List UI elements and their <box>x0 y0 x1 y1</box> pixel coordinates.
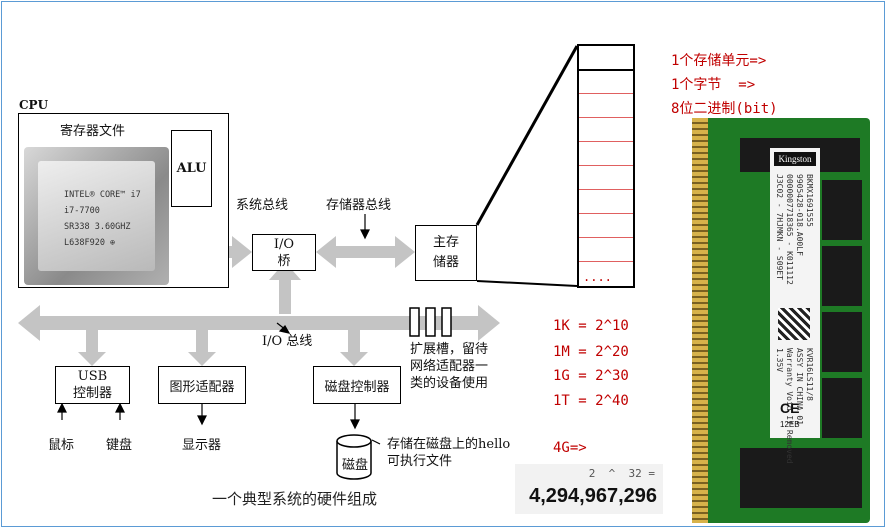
calculator-readout: 2 ^ 32 = 4,294,967,296 <box>515 464 663 514</box>
memory-cell-stack: .... <box>577 44 635 288</box>
ram-brand: Kingston <box>774 152 816 166</box>
ram-module-image: Kingston BKMX1691555 9905428-018.A00LF 0… <box>692 118 870 523</box>
diagram-caption: 一个典型系统的硬件组成 <box>212 490 378 508</box>
expansion-note-line: 网络适配器一 <box>410 359 489 374</box>
ram-label-line: J3C02 - 7HJMKN - S09ET <box>775 174 784 280</box>
memory-bus-arrow <box>316 236 415 268</box>
expansion-slot-3 <box>441 307 452 337</box>
system-bus-label: 系统总线 <box>236 198 289 213</box>
four-g-label: 4G=> <box>553 440 587 456</box>
memory-cell <box>579 46 633 71</box>
calc-expression: 2 ^ 32 = <box>588 467 655 480</box>
memory-cell <box>579 214 633 238</box>
disk-label: 磁盘 <box>342 458 369 473</box>
io-bus-arrow <box>18 305 500 341</box>
ram-chip <box>822 312 862 372</box>
keyboard-label: 键盘 <box>106 438 133 453</box>
hello-note-line: 存储在磁盘上的hello <box>387 437 511 452</box>
ram-model-line: 1.35V <box>775 348 784 373</box>
expansion-note-line: 扩展槽，留待 <box>410 342 489 357</box>
memory-cell-dots: .... <box>583 270 612 284</box>
ram-chip <box>822 378 862 438</box>
expansion-note-line: 类的设备使用 <box>410 376 489 391</box>
usb-line1: USB <box>77 369 108 384</box>
memory-cell <box>579 94 633 118</box>
memory-cell <box>579 142 633 166</box>
ram-ce-mark: CE <box>780 400 800 416</box>
cpu-chip-line: L638F920 ⊕ <box>64 238 116 248</box>
graphics-adapter-box: 图形适配器 <box>158 366 246 404</box>
disk-drop-arrow <box>340 330 368 366</box>
main-memory-box: 主存 储器 <box>415 225 477 281</box>
ram-chip <box>822 180 862 240</box>
usb-controller-box: USB 控制器 <box>55 366 130 404</box>
memory-cell <box>579 70 633 94</box>
io-bridge-line2: 桥 <box>277 254 291 269</box>
disk-cylinder <box>336 434 372 480</box>
main-memory-line1: 主存 <box>432 235 459 250</box>
unit-m: 1M = 2^20 <box>553 344 629 360</box>
ram-label-line: BKMX1691555 <box>805 174 814 227</box>
expansion-slot-note: 扩展槽，留待 网络适配器一 类的设备使用 <box>410 341 488 392</box>
ram-chip <box>740 448 862 508</box>
graphics-drop-arrow <box>188 330 216 366</box>
cpu-chip-line: SR338 3.60GHZ <box>64 222 131 232</box>
ram-label-line: 0000007718365 - K011112 <box>785 174 794 285</box>
unit-k: 1K = 2^10 <box>553 318 629 334</box>
note-bits: 8位二进制(bit) <box>671 101 778 117</box>
ram-mark-code: 12EB <box>780 420 800 429</box>
memory-bus-label: 存储器总线 <box>326 198 392 213</box>
calc-result: 4,294,967,296 <box>529 485 657 507</box>
io-bridge-box: I/O 桥 <box>252 234 316 271</box>
hello-executable-note: 存储在磁盘上的hello 可执行文件 <box>387 436 510 470</box>
register-file-label: 寄存器文件 <box>60 124 126 139</box>
memory-cell <box>579 190 633 214</box>
cpu-chip-line: INTEL® CORE™ i7 <box>64 190 141 200</box>
unit-t: 1T = 2^40 <box>553 393 629 409</box>
expansion-slot-1 <box>409 307 420 337</box>
ram-model-line: KVR16LS11/8 <box>805 348 814 401</box>
ram-chip <box>822 246 862 306</box>
cpu-chip-image: INTEL® CORE™ i7 i7-7700 SR338 3.60GHZ L6… <box>24 147 169 285</box>
ram-qr-code <box>778 308 810 340</box>
main-memory-line2: 储器 <box>432 255 459 270</box>
io-bus-label: I/O 总线 <box>262 334 313 349</box>
cpu-label: CPU <box>19 98 49 112</box>
ram-label-line: 9905428-018.A00LF <box>795 174 804 256</box>
expansion-slot-2 <box>425 307 436 337</box>
io-bridge-line1: I/O <box>273 237 295 252</box>
mouse-label: 鼠标 <box>48 438 75 453</box>
cpu-chip-line: i7-7700 <box>64 206 100 216</box>
memory-cell <box>579 238 633 262</box>
display-label: 显示器 <box>182 438 222 453</box>
unit-g: 1G = 2^30 <box>553 368 629 384</box>
memory-cell <box>579 166 633 190</box>
ram-sticker: Kingston BKMX1691555 9905428-018.A00LF 0… <box>770 148 820 464</box>
ram-gold-contacts <box>692 118 708 523</box>
note-byte: 1个字节 => <box>671 77 756 93</box>
disk-controller-box: 磁盘控制器 <box>313 366 401 404</box>
usb-line2: 控制器 <box>72 386 112 401</box>
note-storage-cell: 1个存储单元=> <box>671 53 767 69</box>
memory-cell <box>579 118 633 142</box>
usb-drop-arrow <box>78 330 106 366</box>
hello-note-line: 可执行文件 <box>387 454 453 469</box>
alu-box: ALU <box>171 130 212 207</box>
bridge-io-arrow <box>269 262 301 314</box>
